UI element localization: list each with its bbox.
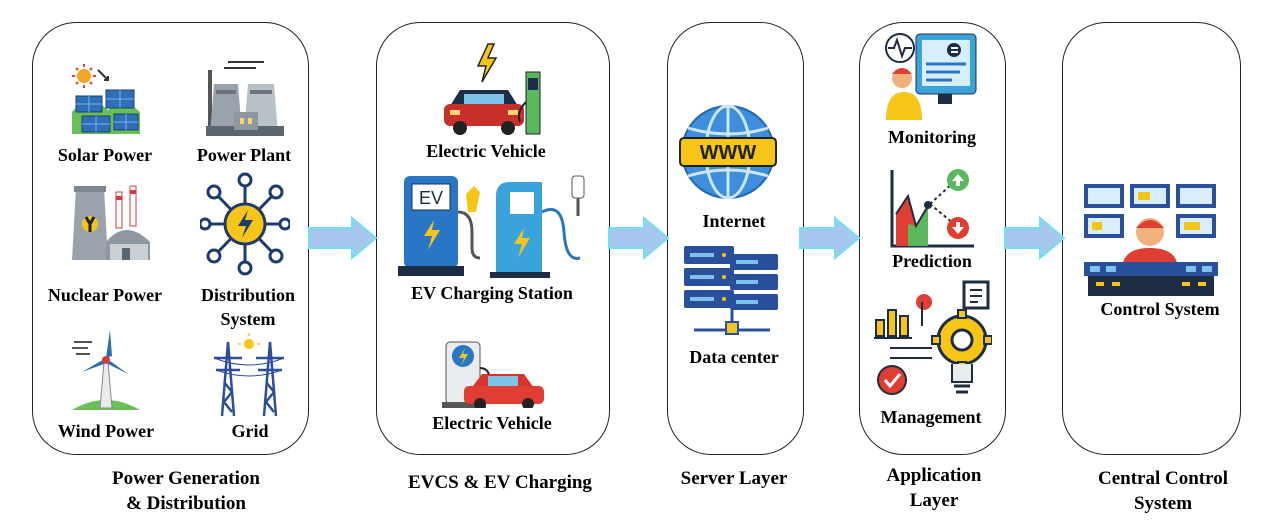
application-layer-caption-line1: Application — [886, 465, 982, 486]
grid-icon — [213, 333, 285, 417]
evcs-caption: EVCS & EV Charging — [408, 472, 592, 493]
application-layer-caption-line2: Layer — [909, 490, 959, 511]
electric-vehicle-label-1: Electric Vehicle — [426, 141, 546, 161]
electric-vehicle-charging-icon — [444, 43, 541, 135]
server-layer-caption: Server Layer — [680, 468, 788, 489]
nuclear-power-icon — [72, 185, 150, 260]
distribution-system-label-line1: Distribution — [200, 285, 296, 305]
distribution-system-icon — [200, 172, 290, 276]
management-label: Management — [880, 407, 982, 427]
solar-power-icon — [72, 64, 140, 134]
server-layer-panel — [667, 22, 804, 455]
power-plant-label: Power Plant — [196, 145, 292, 165]
monitoring-icon — [885, 33, 977, 120]
electric-vehicle-label-2: Electric Vehicle — [432, 413, 552, 433]
data-center-label: Data center — [689, 347, 779, 367]
power-generation-caption-line2: & Distribution — [126, 493, 246, 514]
prediction-icon — [890, 169, 974, 248]
internet-globe-icon: WWW — [679, 104, 777, 200]
flow-arrow-3 — [799, 216, 861, 260]
wind-power-icon — [72, 330, 140, 410]
control-system-icon — [1084, 184, 1218, 296]
control-system-label: Control System — [1100, 299, 1220, 319]
prediction-label: Prediction — [892, 251, 972, 271]
internet-label: Internet — [702, 211, 766, 231]
power-generation-caption-line1: Power Generation — [112, 468, 260, 489]
nuclear-power-label: Nuclear Power — [47, 285, 163, 305]
distribution-system-label-line2: System — [220, 309, 276, 329]
monitoring-label: Monitoring — [888, 127, 976, 147]
data-center-icon — [684, 246, 778, 335]
svg-text:EV: EV — [419, 188, 443, 208]
svg-text:WWW: WWW — [700, 142, 757, 164]
central-control-caption-line1: Central Control — [1098, 468, 1228, 489]
ev-charging-station-icon: EV — [398, 175, 585, 278]
electric-vehicle-icon — [442, 341, 544, 408]
power-plant-icon — [206, 61, 284, 136]
wind-power-label: Wind Power — [57, 421, 155, 441]
flow-arrow-4 — [1004, 216, 1066, 260]
ev-charging-station-label: EV Charging Station — [411, 283, 573, 303]
management-icon — [874, 280, 992, 395]
solar-power-label: Solar Power — [57, 145, 153, 165]
grid-label: Grid — [231, 421, 269, 441]
flow-arrow-1 — [308, 216, 378, 260]
flow-arrow-2 — [608, 216, 670, 260]
central-control-caption-line2: System — [1133, 493, 1193, 514]
